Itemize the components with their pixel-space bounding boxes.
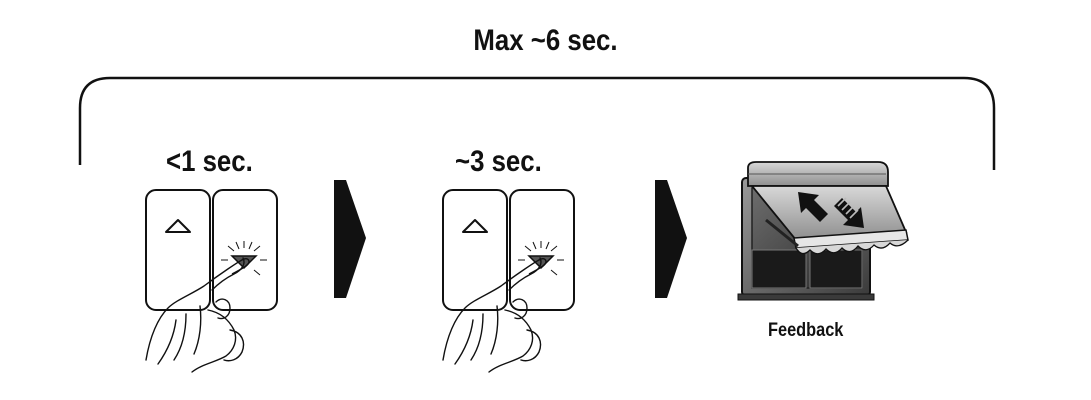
switch-press-long-icon [442,189,575,373]
step-short-press-label: <1 sec. [166,145,253,178]
duration-bracket [78,76,996,170]
arrow-right-icon [334,180,366,298]
awning-window-icon [737,161,909,301]
arrow-right-icon [655,180,687,298]
step-long-press-label: ~3 sec. [455,145,542,178]
feedback-label: Feedback [768,320,844,341]
switch-press-short-icon [145,189,278,373]
max-duration-title: Max ~6 sec. [473,24,618,57]
